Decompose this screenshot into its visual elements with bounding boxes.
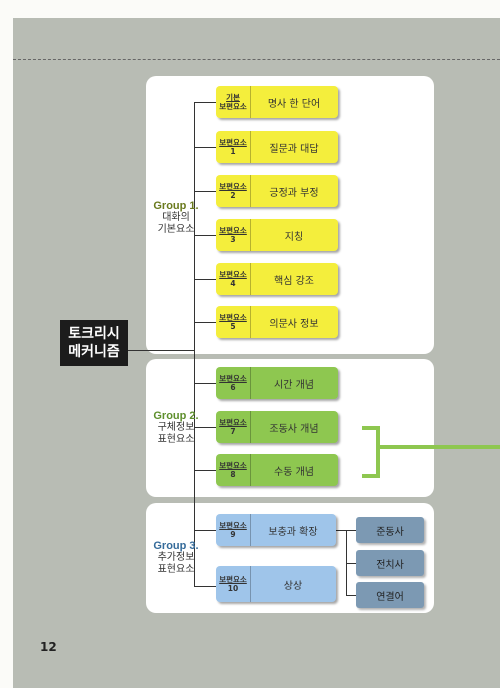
element-label: 질문과 대답 — [269, 143, 319, 155]
main-node-line2: 메커니즘 — [68, 344, 120, 360]
element-tag-line1: 보편요소 — [219, 138, 247, 147]
element-tag-line2: 6 — [230, 383, 236, 392]
branch-2 — [194, 147, 216, 148]
element-tag-line2: 보편요소 — [219, 102, 247, 111]
element-tag-line2: 1 — [230, 147, 236, 156]
group-3-title: Group 3. — [153, 540, 199, 552]
element-label: 시간 개념 — [274, 379, 314, 391]
element-tag-line1: 보편요소 — [219, 461, 247, 470]
element-label: 조동사 개념 — [269, 423, 319, 435]
sub-branch-3 — [346, 595, 356, 596]
element-tag-line1: 보편요소 — [219, 226, 247, 235]
element-label: 지칭 — [284, 231, 304, 243]
branch-8 — [194, 427, 216, 428]
element-label: 상상 — [283, 580, 303, 592]
group-3-label: Group 3. 추가정보 표현요소 — [148, 540, 204, 576]
element-tag-line2: 2 — [230, 191, 236, 200]
group-1-label: Group 1. 대화의 기본요소 — [148, 200, 204, 236]
element-label: 핵심 강조 — [274, 275, 314, 287]
group-3-line3: 표현요소 — [157, 564, 195, 575]
group-1-line2: 대화의 — [162, 212, 190, 223]
spine-line — [194, 102, 195, 586]
element-label: 의문사 정보 — [269, 318, 319, 330]
element-tag-line1: 기본 — [226, 93, 240, 102]
sub-connector-line — [336, 530, 346, 531]
branch-11 — [194, 586, 216, 587]
element-tag-line2: 4 — [230, 279, 236, 288]
main-node-line1: 토크리시 — [68, 326, 120, 342]
element-tag-line1: 보편요소 — [219, 182, 247, 191]
branch-6 — [194, 322, 216, 323]
element-tag-line2: 10 — [227, 584, 239, 593]
page-number: 12 — [40, 640, 57, 654]
sub-element: 준동사 — [356, 517, 424, 543]
element-tag-line2: 8 — [230, 470, 236, 479]
main-connector-line — [128, 350, 194, 351]
element-tag-line1: 보편요소 — [219, 270, 247, 279]
element-tag-line2: 3 — [230, 235, 236, 244]
element-tag-line1: 보편요소 — [219, 575, 247, 584]
element-tag-line1: 보편요소 — [219, 313, 247, 322]
element-tag-line2: 5 — [230, 322, 236, 331]
main-node: 토크리시 메커니즘 — [60, 320, 128, 366]
element-label: 명사 한 단어 — [267, 98, 321, 110]
element-tag-line1: 보편요소 — [219, 418, 247, 427]
branch-9 — [194, 470, 216, 471]
sub-element: 연결어 — [356, 582, 424, 608]
branch-3 — [194, 191, 216, 192]
group-2-label: Group 2. 구체정보 표현요소 — [148, 410, 204, 446]
group-1-line3: 기본요소 — [157, 224, 195, 235]
branch-10 — [194, 530, 216, 531]
group-2-line3: 표현요소 — [157, 434, 195, 445]
group-2-line2: 구체정보 — [157, 422, 195, 433]
element-label: 보충과 확장 — [268, 526, 318, 538]
branch-5 — [194, 279, 216, 280]
group-1-title: Group 1. — [153, 200, 199, 212]
element-tag-line1: 보편요소 — [219, 521, 247, 530]
sub-branch-2 — [346, 563, 356, 564]
element-tag-line2: 7 — [230, 427, 236, 436]
branch-4 — [194, 235, 216, 236]
element-tag-line1: 보편요소 — [219, 374, 247, 383]
group-2-title: Group 2. — [153, 410, 199, 422]
sub-element: 전치사 — [356, 550, 424, 576]
element-tag-line2: 9 — [230, 530, 236, 539]
branch-7 — [194, 383, 216, 384]
branch-1 — [194, 102, 216, 103]
group-3-line2: 추가정보 — [157, 552, 195, 563]
element-label: 긍정과 부정 — [269, 187, 319, 199]
green-bracket-arm — [380, 445, 500, 449]
element-label: 수동 개념 — [274, 466, 314, 478]
dashed-divider — [13, 59, 500, 60]
green-bracket — [362, 426, 380, 478]
sub-branch-1 — [346, 530, 356, 531]
